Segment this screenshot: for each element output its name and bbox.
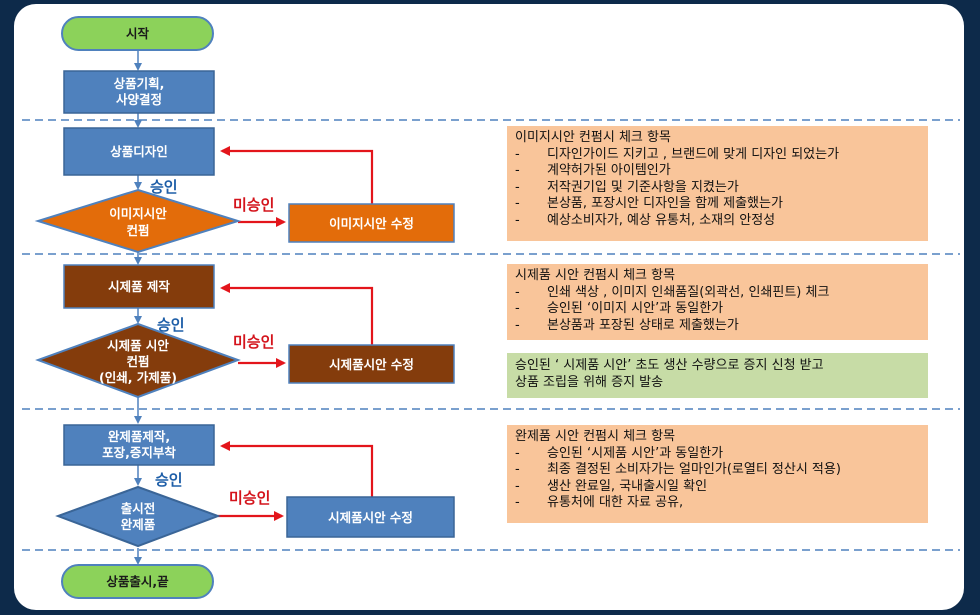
final-make-line-2: 포장,증지부착 bbox=[102, 445, 176, 460]
release-check-decision bbox=[55, 485, 221, 548]
reject-label: 미승인 bbox=[233, 333, 274, 351]
image-confirm-line-1: 이미지시안 bbox=[109, 206, 167, 221]
sample-fix-label: 시제품시안 수정 bbox=[329, 357, 414, 372]
final-make-box bbox=[63, 424, 215, 466]
image-confirm-decision bbox=[34, 188, 242, 254]
image-confirm-line-2: 컨펌 bbox=[126, 223, 149, 238]
certificate-note: 승인된 ‘ 시제품 시안’ 초도 생산 수량으로 증지 신청 받고 상품 조립을… bbox=[507, 353, 928, 398]
note-line: 승인된 ‘ 시제품 시안’ 초도 생산 수량으로 증지 신청 받고 bbox=[515, 358, 824, 373]
sample-fix-box bbox=[286, 496, 455, 538]
note-item: 승인된 ‘시제품 시안’과 동일한가 bbox=[515, 446, 920, 463]
note-list: 승인된 ‘시제품 시안’과 동일한가 최종 결정된 소비자가는 얼마인가(로열티… bbox=[515, 446, 920, 512]
planning-label-line-1: 상품기획, bbox=[114, 76, 165, 91]
reject-label: 미승인 bbox=[233, 196, 274, 214]
sample-confirm-line-1: 시제품 시안 bbox=[107, 338, 169, 353]
note-item: 인쇄 색상 , 이미지 인쇄품질(외곽선, 인쇄핀트) 체크 bbox=[515, 285, 920, 302]
release-check-line-1: 출시전 bbox=[121, 501, 156, 516]
sample-make-box bbox=[63, 264, 215, 309]
note-list: 인쇄 색상 , 이미지 인쇄품질(외곽선, 인쇄핀트) 체크 승인된 ‘이미지 … bbox=[515, 285, 920, 335]
start-label: 시작 bbox=[126, 26, 150, 41]
sample-check-note: 시제품 시안 컨펌시 체크 항목 인쇄 색상 , 이미지 인쇄품질(외곽선, 인… bbox=[507, 264, 928, 340]
reject-loop-3 bbox=[218, 441, 374, 521]
note-item: 승인된 ‘이미지 시안’과 동일한가 bbox=[515, 301, 920, 318]
note-item: 저작권기입 및 기준사항을 지켰는가 bbox=[515, 180, 920, 197]
sample-make-label: 시제품 제작 bbox=[108, 279, 170, 294]
image-check-note: 이미지시안 컨펌시 체크 항목 디자인가이드 지키고 , 브랜드에 맞게 디자인… bbox=[507, 126, 928, 241]
reject-loop-1 bbox=[220, 146, 374, 227]
image-fix-label: 이미지시안 수정 bbox=[329, 216, 414, 231]
end-label: 상품출시,끝 bbox=[106, 574, 169, 589]
reject-loop-2 bbox=[220, 283, 374, 368]
image-fix-box bbox=[288, 203, 455, 243]
approve-label: 승인 bbox=[155, 471, 183, 489]
final-check-note: 완제품 시안 컨펌시 체크 항목 승인된 ‘시제품 시안’과 동일한가 최종 결… bbox=[507, 425, 928, 523]
sample-confirm-line-2: 컨펌 bbox=[126, 354, 149, 369]
approve-label: 승인 bbox=[157, 316, 185, 334]
release-check-line-2: 완제품 bbox=[121, 517, 156, 532]
note-item: 계약허가된 아이템인가 bbox=[515, 163, 920, 180]
planning-label-line-2: 사양결정 bbox=[116, 92, 162, 107]
note-item: 본상품, 포장시안 디자인을 함께 제출했는가 bbox=[515, 196, 920, 213]
sample-fix-label: 시제품시안 수정 bbox=[328, 510, 413, 525]
planning-box bbox=[63, 70, 215, 114]
note-line: 상품 조립을 위해 증지 발송 bbox=[515, 374, 664, 390]
note-title: 이미지시안 컨펌시 체크 항목 bbox=[515, 130, 671, 145]
reject-label: 미승인 bbox=[229, 489, 270, 507]
note-item: 디자인가이드 지키고 , 브랜드에 맞게 디자인 되었는가 bbox=[515, 147, 920, 164]
note-title: 시제품 시안 컨펌시 체크 항목 bbox=[515, 268, 676, 283]
end-terminal bbox=[61, 564, 214, 599]
note-item: 예상소비자가, 예상 유통처, 소재의 안정성 bbox=[515, 213, 920, 230]
note-item: 생산 완료일, 국내출시일 확인 bbox=[515, 479, 920, 496]
note-title: 완제품 시안 컨펌시 체크 항목 bbox=[515, 429, 676, 444]
approve-label: 승인 bbox=[150, 178, 178, 196]
note-item: 본상품과 포장된 상태로 제출했는가 bbox=[515, 318, 920, 335]
note-item: 유통처에 대한 자료 공유, bbox=[515, 495, 920, 512]
sample-fix-box bbox=[288, 344, 455, 384]
start-terminal bbox=[61, 16, 214, 51]
final-make-line-1: 완제품제작, bbox=[108, 429, 170, 444]
sample-confirm-line-3: (인쇄, 가제품) bbox=[99, 370, 177, 385]
note-item: 최종 결정된 소비자가는 얼마인가(로열티 정산시 적용) bbox=[515, 462, 920, 479]
design-label: 상품디자인 bbox=[110, 144, 168, 159]
design-box bbox=[63, 127, 215, 176]
note-list: 디자인가이드 지키고 , 브랜드에 맞게 디자인 되었는가 계약허가된 아이템인… bbox=[515, 147, 920, 230]
sample-confirm-decision bbox=[35, 322, 241, 399]
